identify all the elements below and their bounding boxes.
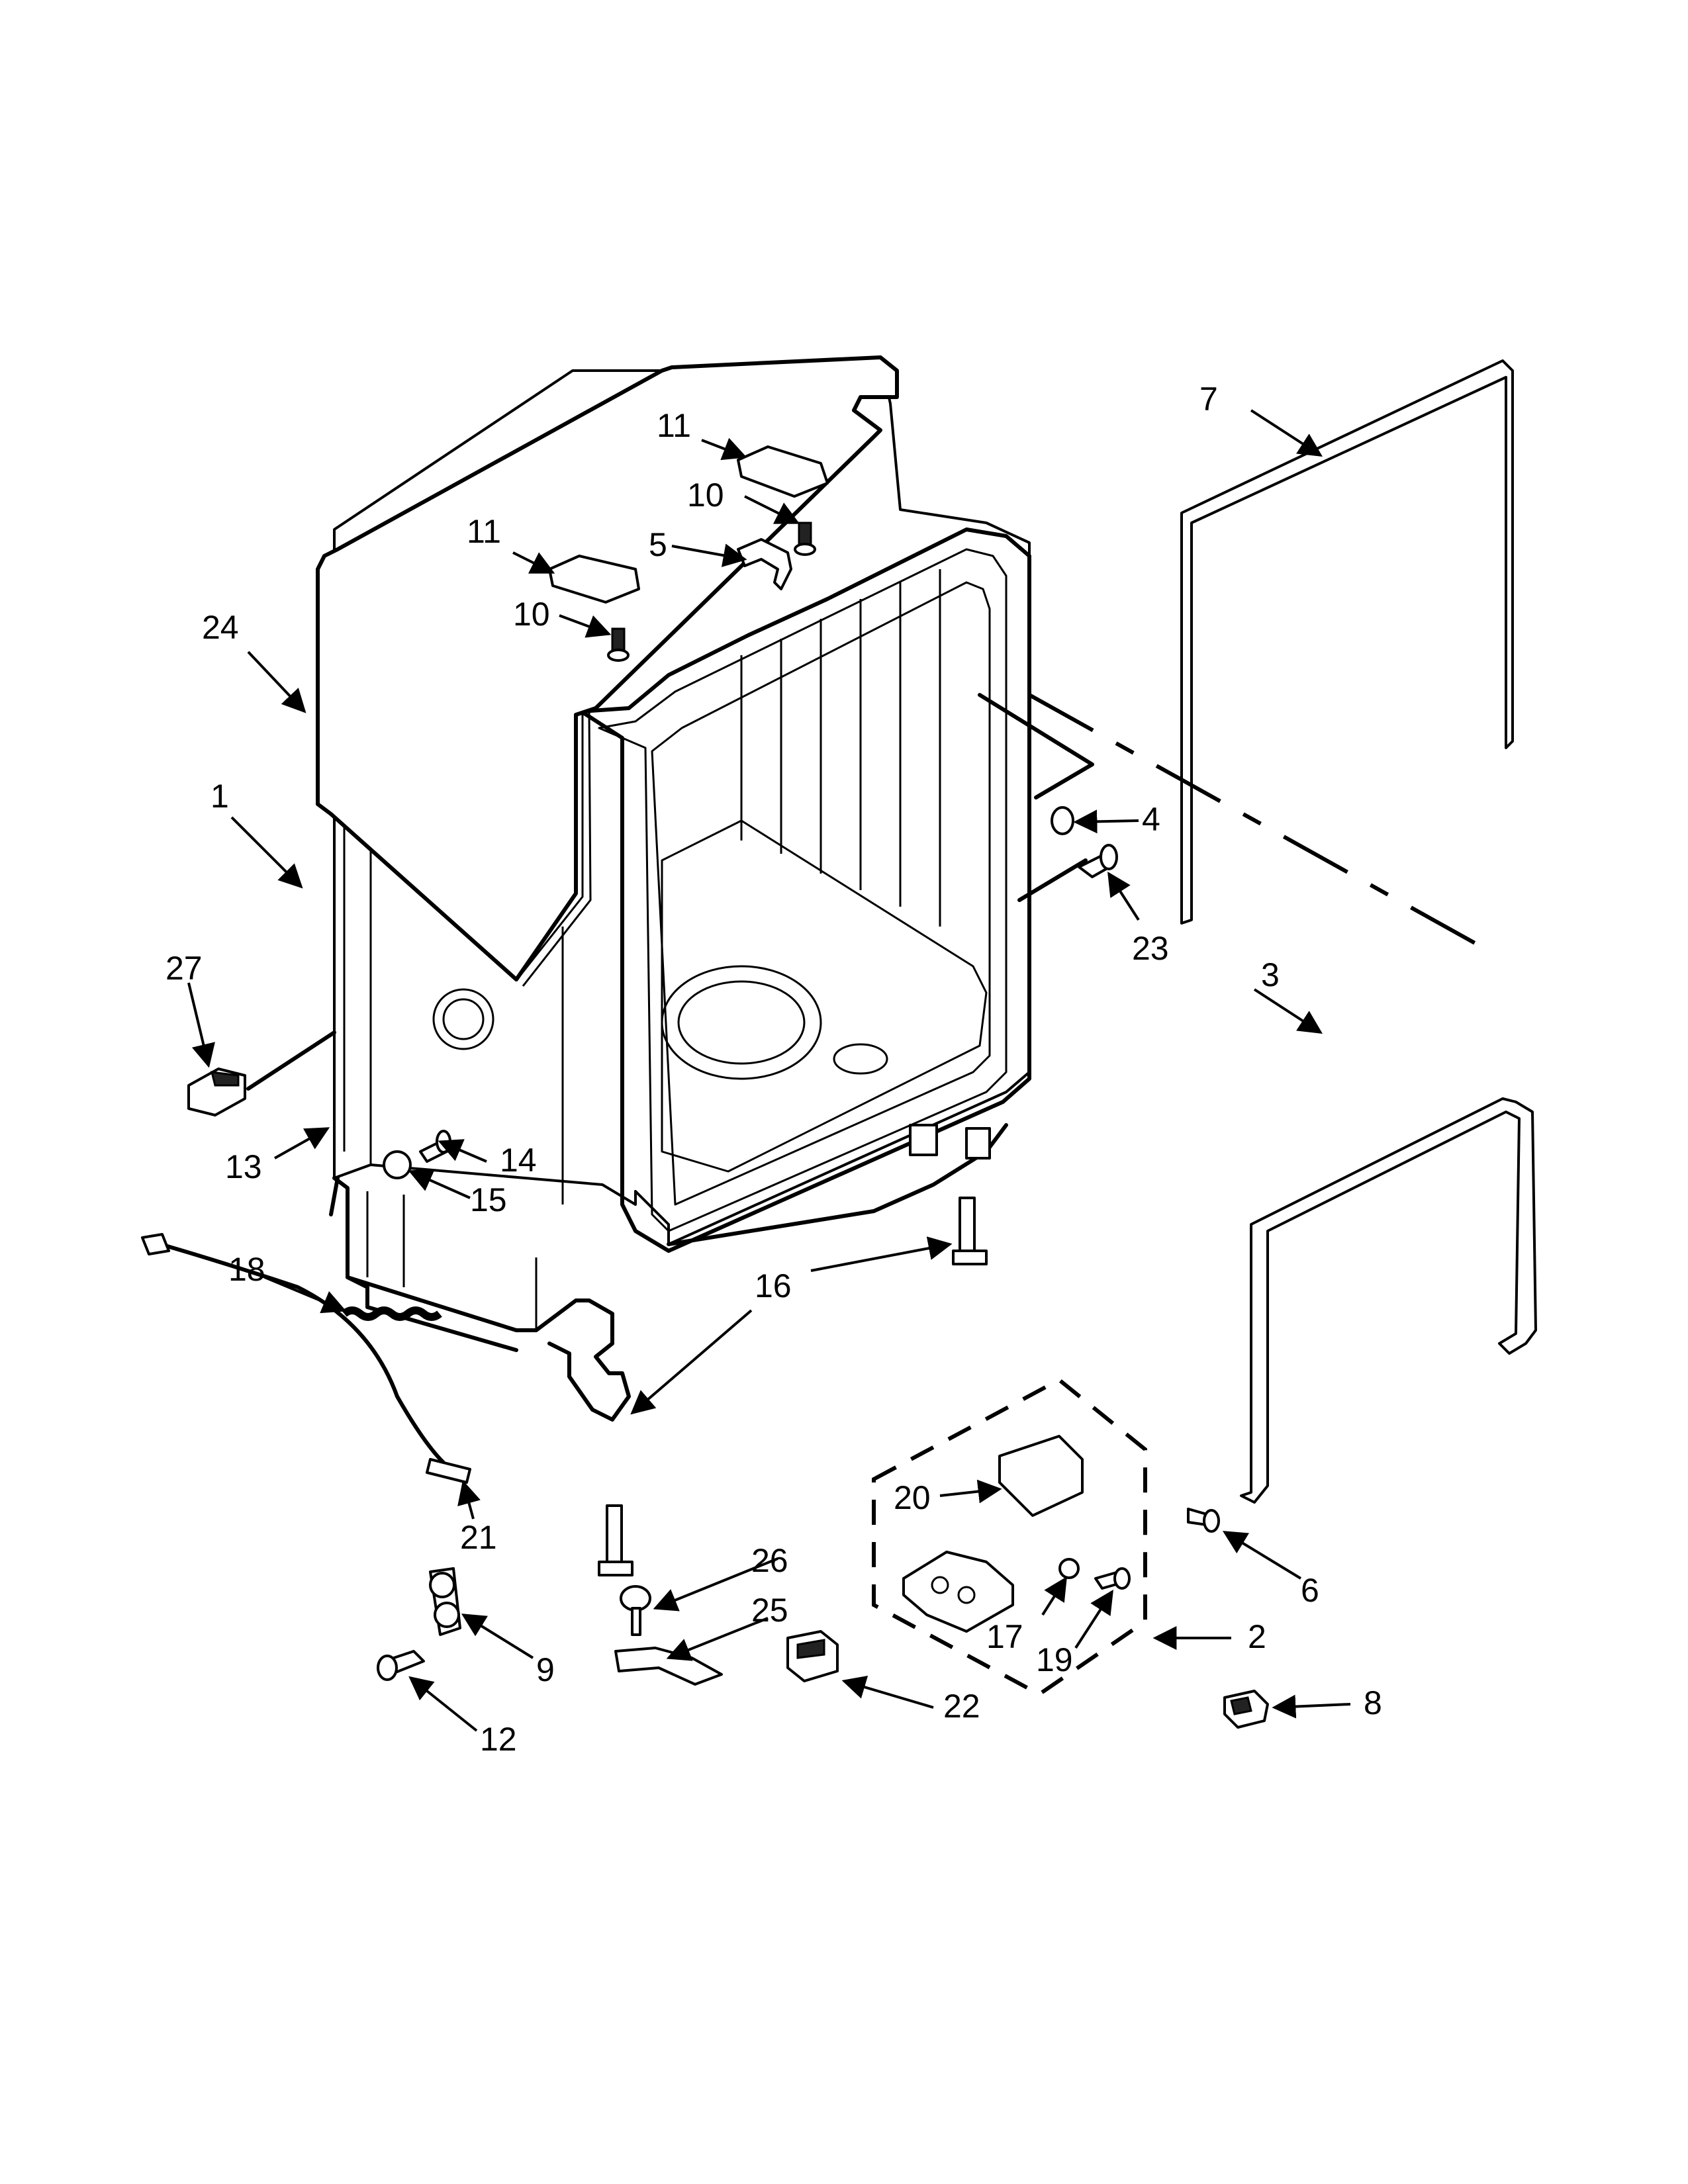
gasket-upper bbox=[1180, 359, 1514, 925]
clip-8 bbox=[1223, 1690, 1269, 1729]
leader-arrows bbox=[187, 409, 1351, 1732]
explode-line-13 bbox=[329, 1176, 340, 1216]
screw-23 bbox=[1078, 844, 1118, 878]
callout-24: 24 bbox=[202, 609, 239, 646]
callout-27: 27 bbox=[165, 950, 203, 987]
bracket-25 bbox=[614, 1647, 723, 1686]
callout-labels: 7 11 10 5 11 10 24 1 4 23 3 27 13 14 15 … bbox=[165, 381, 1382, 1758]
callout-2: 2 bbox=[1248, 1618, 1266, 1655]
cable-spring-18 bbox=[141, 1233, 471, 1484]
callout-12: 12 bbox=[480, 1721, 517, 1758]
callout-1: 1 bbox=[211, 778, 229, 815]
washer-17 bbox=[1058, 1558, 1080, 1579]
callout-3: 3 bbox=[1261, 956, 1280, 993]
callout-10-lower: 10 bbox=[513, 596, 550, 633]
callout-20: 20 bbox=[894, 1479, 931, 1516]
connector-22 bbox=[786, 1630, 839, 1682]
callout-26: 26 bbox=[751, 1542, 788, 1579]
callout-23: 23 bbox=[1132, 930, 1169, 967]
callout-22: 22 bbox=[943, 1688, 980, 1725]
explode-line-gasket bbox=[1028, 693, 1494, 955]
explode-line-27 bbox=[246, 1030, 336, 1091]
callout-16: 16 bbox=[755, 1267, 792, 1304]
callout-18: 18 bbox=[228, 1251, 265, 1288]
screw-10 bbox=[607, 522, 816, 662]
callout-14: 14 bbox=[500, 1142, 537, 1179]
screw-19 bbox=[1094, 1567, 1131, 1590]
explode-line-4 bbox=[978, 693, 1094, 902]
screw-6 bbox=[1187, 1508, 1220, 1533]
bushing-15 bbox=[383, 1150, 412, 1179]
callout-4: 4 bbox=[1142, 801, 1160, 838]
callout-6: 6 bbox=[1301, 1572, 1319, 1609]
callout-7: 7 bbox=[1199, 381, 1218, 418]
callout-9: 9 bbox=[536, 1651, 555, 1688]
shield-20 bbox=[998, 1435, 1084, 1517]
callout-5: 5 bbox=[649, 526, 667, 563]
tub-assembly bbox=[316, 355, 1031, 1422]
callout-11-lower: 11 bbox=[467, 513, 501, 550]
callout-25: 25 bbox=[751, 1592, 788, 1629]
screw-12 bbox=[377, 1650, 425, 1681]
callout-13: 13 bbox=[225, 1148, 262, 1185]
callout-19: 19 bbox=[1036, 1641, 1073, 1678]
plug-4 bbox=[1051, 806, 1074, 835]
callout-15: 15 bbox=[470, 1181, 507, 1218]
grommet-9 bbox=[429, 1567, 461, 1636]
callout-8: 8 bbox=[1364, 1684, 1382, 1721]
callout-21: 21 bbox=[460, 1519, 497, 1556]
callout-11-upper: 11 bbox=[657, 407, 691, 444]
leveling-leg-16 bbox=[598, 1197, 988, 1576]
bracket-2-body bbox=[902, 1551, 1014, 1633]
sensor-26 bbox=[620, 1585, 651, 1636]
gasket-lower bbox=[1240, 1097, 1537, 1504]
clip-27 bbox=[187, 1068, 246, 1116]
group-box-2 bbox=[872, 1377, 1147, 1697]
callout-10-upper: 10 bbox=[687, 477, 724, 514]
callout-17: 17 bbox=[986, 1618, 1023, 1655]
hinge-bracket-upper bbox=[548, 445, 829, 604]
